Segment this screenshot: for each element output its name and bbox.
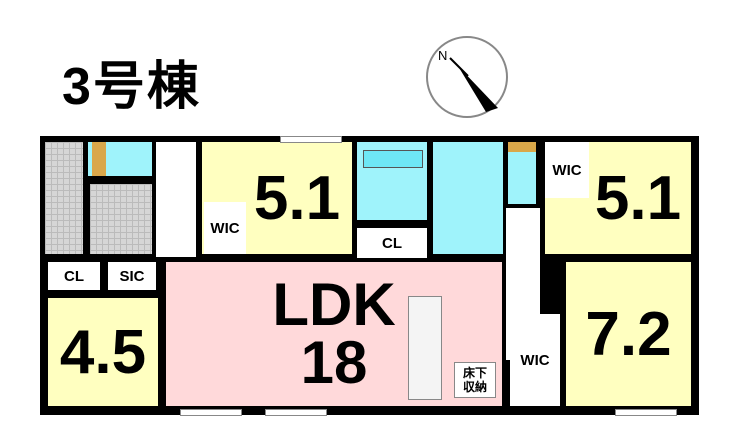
compass-arrow-icon: N: [438, 48, 498, 112]
kitchen-counter: [408, 296, 442, 400]
closet-cl-2: CL: [357, 228, 427, 258]
room-right: 7.2: [566, 262, 691, 406]
wic-1: WIC: [204, 202, 246, 254]
porch-tile: [45, 142, 83, 254]
room-size: 5.1: [594, 163, 682, 233]
ldk-label: LDK: [272, 271, 396, 338]
window: [180, 409, 242, 416]
ldk: LDK 18: [166, 262, 502, 406]
ldk-size: 18: [300, 329, 368, 396]
room-size: 5.1: [253, 163, 341, 233]
bathroom: [357, 142, 427, 220]
toilet-2: [508, 142, 536, 204]
window: [615, 409, 677, 416]
room-left: 4.5: [48, 298, 158, 406]
wic-3: WIC: [510, 314, 560, 406]
washroom: [433, 142, 503, 254]
entrance: [90, 184, 152, 254]
north-label: N: [438, 48, 447, 63]
window: [265, 409, 327, 416]
window: [280, 136, 342, 143]
sic-storage: SIC: [108, 262, 156, 290]
compass: N: [426, 36, 508, 118]
wic-2: WIC: [545, 142, 589, 198]
floor-plan: 5.1 WIC CL 5.1 WIC CL SIC 4.5 LDK 18 床下 …: [40, 136, 699, 416]
toilet-1: [88, 142, 152, 176]
hallway: [156, 142, 196, 257]
underfloor-storage: 床下 収納: [454, 362, 496, 398]
building-title: 3号棟: [62, 58, 201, 116]
closet-cl-1: CL: [48, 262, 100, 290]
